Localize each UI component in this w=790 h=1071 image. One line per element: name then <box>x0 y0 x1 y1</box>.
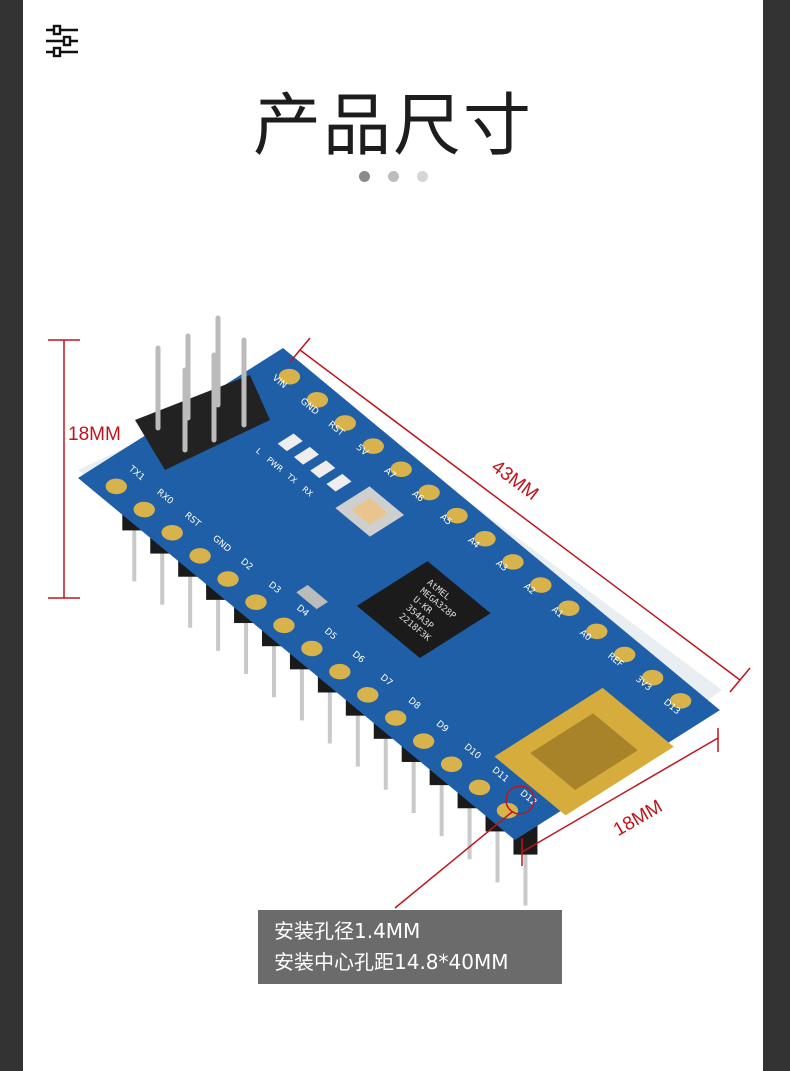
pin-A4 <box>474 530 496 547</box>
pin-D4 <box>273 617 295 634</box>
pin-D8 <box>385 710 407 726</box>
hole-spacing-text: 安装中心孔距14.8*40MM <box>274 950 509 974</box>
atmega-chip <box>356 561 491 659</box>
led-TX <box>310 460 336 479</box>
pcb-board <box>78 348 720 841</box>
pin-3V3 <box>641 669 664 686</box>
pin-D11 <box>468 779 491 796</box>
icsp-header <box>135 315 270 470</box>
pin-D9 <box>412 733 435 749</box>
reset-button-cap <box>351 498 388 525</box>
led-PWR <box>293 446 320 465</box>
carousel-dot-3[interactable] <box>416 171 428 182</box>
pin-RST <box>334 415 356 431</box>
mounting-info-box: 安装孔径1.4MM 安装中心孔距14.8*40MM <box>258 910 562 984</box>
pin-GND <box>189 548 211 564</box>
pin-TX1 <box>105 478 127 495</box>
height-dimension-label: 18MM <box>68 424 121 445</box>
pin-GND <box>306 392 329 408</box>
pin-A1 <box>558 600 580 616</box>
pin-A0 <box>586 623 608 640</box>
pin-A2 <box>530 577 552 593</box>
led-label: L <box>254 446 264 456</box>
pin-VIN <box>278 368 301 385</box>
carousel-dot-2[interactable] <box>387 171 399 182</box>
sliders-icon[interactable] <box>45 24 79 58</box>
carousel-dots[interactable] <box>23 171 763 182</box>
pin-D7 <box>357 687 379 703</box>
carousel-dot-1[interactable] <box>358 171 370 182</box>
pin-A3 <box>502 554 524 570</box>
dimension-lines <box>48 337 751 909</box>
pin-D3 <box>245 594 267 610</box>
mounting-hole-marker <box>505 785 535 815</box>
pin-D6 <box>329 663 351 680</box>
pin-A5 <box>446 507 468 524</box>
pin-D10 <box>440 756 463 773</box>
crystal <box>296 585 328 610</box>
pin-RX0 <box>133 501 155 518</box>
hole-diameter-text: 安装孔径1.4MM <box>274 919 421 943</box>
pin-A7 <box>390 461 412 478</box>
usb-port <box>530 713 638 791</box>
pin-D13 <box>669 693 692 709</box>
pin-A6 <box>418 484 440 501</box>
led-RX <box>326 473 352 492</box>
pin-D5 <box>301 640 323 657</box>
pin-RST <box>161 524 183 541</box>
page: 产品尺寸 <box>23 0 763 1071</box>
page-title: 产品尺寸 <box>252 87 533 166</box>
led-L <box>277 433 303 452</box>
pin-5V <box>362 438 384 454</box>
pin-REF <box>614 646 636 663</box>
pin-D2 <box>217 571 239 587</box>
pin-D12 <box>496 802 519 819</box>
